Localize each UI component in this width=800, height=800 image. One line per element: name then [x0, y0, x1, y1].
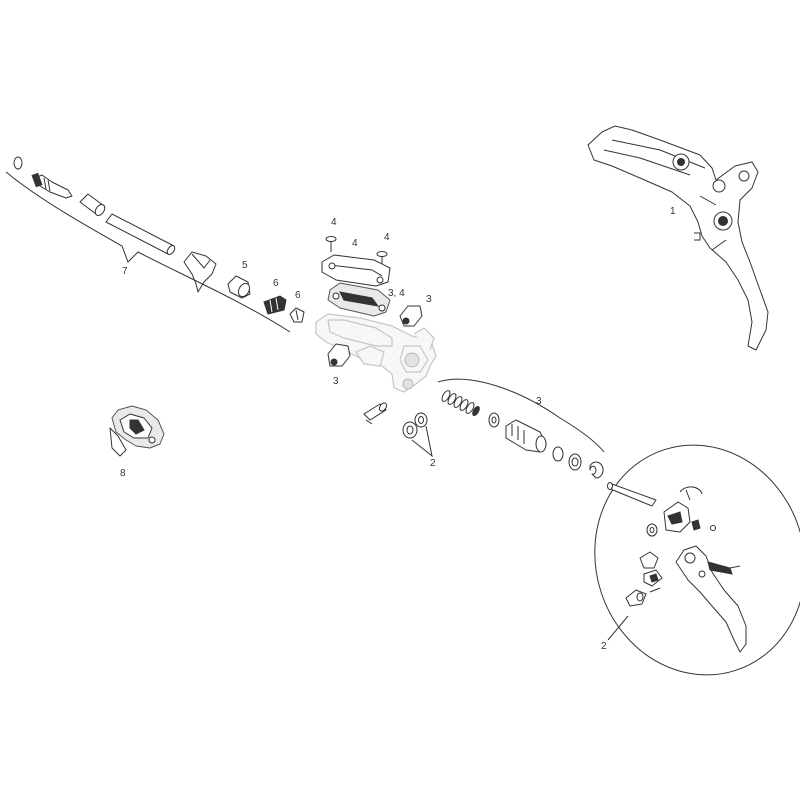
- label-3-piston-kit: 3: [536, 396, 542, 407]
- bladder: [327, 282, 391, 317]
- circlip-icon: [589, 461, 604, 479]
- master-cylinder-body: [315, 313, 437, 393]
- piston-kit-right-part: [399, 305, 423, 327]
- label-3-right: 3: [426, 294, 432, 305]
- piston-kit-left-part: [327, 343, 351, 367]
- label-2-washer: 2: [430, 458, 436, 469]
- label-1: 1: [670, 206, 676, 217]
- label-6-nut: 6: [295, 290, 301, 301]
- label-2: 2: [601, 641, 607, 652]
- label-5: 5: [242, 260, 248, 271]
- cylinder-icon: [79, 193, 106, 216]
- leader-2: [607, 615, 629, 641]
- piston-kit: [437, 378, 605, 479]
- label-7: 7: [122, 266, 128, 277]
- hose-fitting-bolt: [263, 295, 287, 315]
- brake-lever-assembly: [587, 125, 769, 351]
- barb: [227, 275, 251, 299]
- label-4-cover: 4: [352, 238, 358, 249]
- label-3-left: 3: [333, 376, 339, 387]
- reservoir-cover-screw-left: [325, 236, 337, 252]
- pivot-pin: [363, 402, 388, 425]
- reservoir-cover: [321, 254, 391, 287]
- label-4-screw-left: 4: [331, 217, 337, 228]
- spring-icon: [441, 390, 480, 417]
- label-6-bolt: 6: [273, 278, 279, 289]
- clamp: [109, 405, 165, 457]
- label-3-4: 3, 4: [388, 288, 405, 299]
- compression-nut: [289, 307, 305, 323]
- lever-blade-kit: [594, 444, 800, 676]
- washer-icon: [402, 412, 433, 458]
- label-8: 8: [120, 468, 126, 479]
- hose-kit: [5, 156, 291, 333]
- bolt-icon: [31, 172, 73, 199]
- label-4-screw-right: 4: [384, 232, 390, 243]
